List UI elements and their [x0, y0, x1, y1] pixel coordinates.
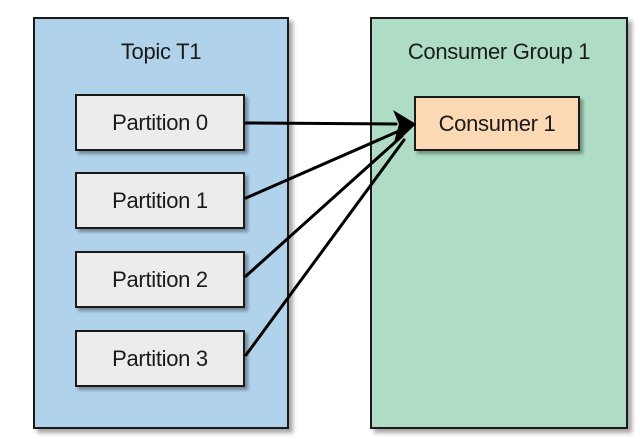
topic-title: Topic T1 — [120, 39, 202, 64]
partition-0-box: Partition 0 — [75, 94, 245, 151]
consumer-1-box: Consumer 1 — [414, 96, 580, 151]
consumer-group-title: Consumer Group 1 — [407, 39, 591, 64]
partition-3-box: Partition 3 — [75, 330, 245, 387]
consumer-group-container: Consumer Group 1 — [370, 17, 628, 429]
partition-1-box: Partition 1 — [75, 172, 245, 229]
partition-2-box: Partition 2 — [75, 251, 245, 308]
